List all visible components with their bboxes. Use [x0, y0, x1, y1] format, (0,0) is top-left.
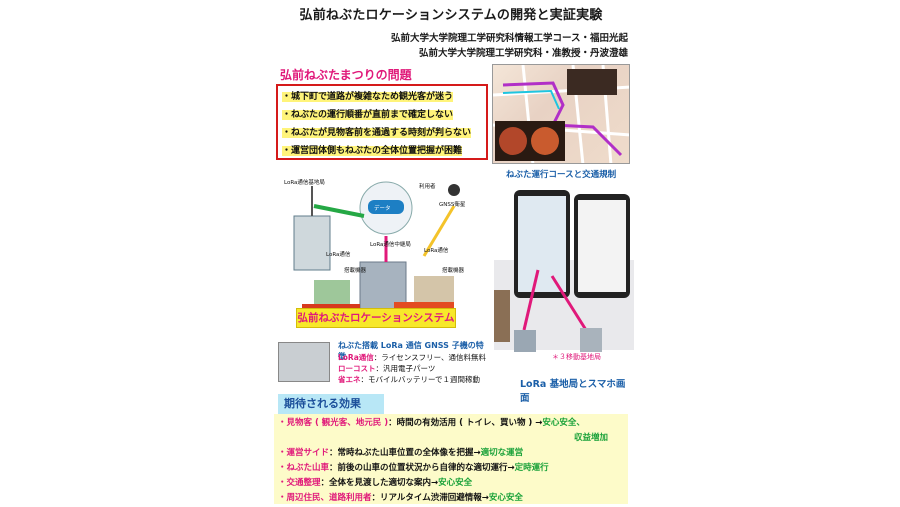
effect-row: ・周辺住民、道路利用者：リアルタイム渋滞回避情報→安心安全: [278, 493, 523, 503]
problem-item: ・運営団体側もねぶたの全体位置把握が困難: [282, 146, 463, 156]
phones-image: [494, 190, 634, 360]
problem-item: ・ねぶたの運行順番が直前まで確定しない: [282, 110, 454, 120]
map-caption: ねぶた運行コースと交通規制: [506, 170, 617, 180]
route-map-svg: [493, 65, 629, 163]
route-map-image: [492, 64, 630, 164]
diagram-label-data: データ: [374, 204, 391, 212]
feature-title: ねぶた搭載 LoRa 通信 GNSS 子機の特徴: [338, 341, 484, 361]
diagram-label-lora-1: LoRa通信: [326, 250, 351, 258]
poster-title: 弘前ねぶたロケーションシステムの開発と実証実験: [299, 8, 603, 23]
feature-panel: ねぶた搭載 LoRa 通信 GNSS 子機の特徴 LoRa通信：ライセンスフリー…: [274, 340, 488, 388]
poster: 弘前ねぶたロケーションシステムの開発と実証実験 弘前大学大学院理工学研究科情報工…: [268, 0, 634, 507]
system-name-label: 弘前ねぶたロケーションシステム: [296, 308, 456, 328]
problems-heading: 弘前ねぶたまつりの問題: [280, 68, 412, 82]
problem-item: ・ねぶたが見物客前を通過する時刻が判らない: [282, 128, 472, 138]
diagram-label-device-1: 搭載機器: [344, 266, 367, 274]
problems-box: ・城下町で道路が複雑なため観光客が迷う ・ねぶたの運行順番が直前まで確定しない …: [276, 84, 488, 160]
device-photo: [278, 342, 330, 382]
problem-item: ・城下町で道路が複雑なため観光客が迷う: [282, 92, 454, 102]
author-2: 弘前大学大学院理工学研究科・准教授・丹波澄雄: [418, 48, 628, 59]
effect-row: ・見物客 ( 観光客、地元民 )：時間の有効活用 ( トイレ、買い物 ) →安心…: [278, 418, 585, 428]
diagram-label-gnss: GNSS衛星: [439, 200, 466, 208]
phones-svg: [494, 190, 634, 352]
author-1: 弘前大学大学院理工学研究科情報工学コース・福田光起: [390, 33, 628, 44]
diagram-label-user: 利用者: [419, 182, 436, 190]
diagram-label-relay: LoRa通信中継局: [370, 240, 411, 248]
feature-line: LoRa通信：ライセンスフリー、通信料無料: [338, 353, 487, 362]
diagram-label-base: LoRa通信基地局: [284, 178, 325, 186]
feature-line: ローコスト：汎用電子パーツ: [338, 364, 436, 373]
diagram-label-lora-2: LoRa通信: [424, 246, 449, 254]
effect-row: ・運営サイド：常時ねぶた山車位置の全体像を把握→適切な運営: [278, 448, 524, 458]
effect-row: 収益増加: [574, 433, 609, 443]
effect-row: ・ねぶた山車：前後の山車の位置状況から自律的な適切運行→定時運行: [278, 463, 549, 473]
system-diagram: LoRa通信基地局 利用者 GNSS衛星 LoRa通信中継局 LoRa通信 Lo…: [274, 176, 484, 326]
diagram-svg: LoRa通信基地局 利用者 GNSS衛星 LoRa通信中継局 LoRa通信 Lo…: [274, 176, 484, 326]
effect-row: ・交通整理：全体を見渡した適切な案内→安心安全: [278, 478, 473, 488]
phones-caption: LoRa 基地局とスマホ画面: [520, 379, 626, 404]
effects-box: ・見物客 ( 観光客、地元民 )：時間の有効活用 ( トイレ、買い物 ) →安心…: [274, 414, 628, 504]
feature-line: 省エネ：モバイルバッテリーで１週間稼動: [338, 375, 481, 384]
diagram-label-device-2: 搭載機器: [442, 266, 465, 274]
effects-heading: 期待される効果: [278, 394, 384, 414]
phones-note: ＊３移動基地局: [552, 353, 601, 361]
